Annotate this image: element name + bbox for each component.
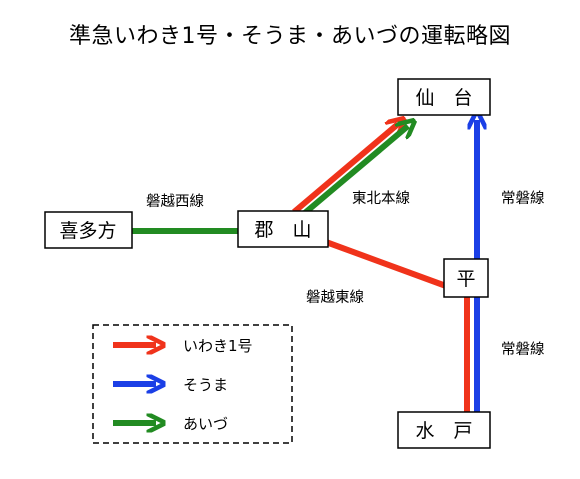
station-sendai: 仙 台 (397, 78, 491, 116)
legend-label-souma: そうま (183, 376, 228, 394)
station-taira-label: 平 (456, 268, 475, 290)
line-label-banetsu-east: 磐越東線 (306, 289, 364, 306)
diagram-title: 準急いわき1号・そうま・あいづの運転略図 (69, 24, 511, 49)
line-label-joban-lower: 常磐線 (501, 341, 545, 358)
line-label-banetsu-west: 磐越西線 (146, 193, 204, 210)
legend-label-iwaki: いわき1号 (183, 337, 253, 355)
station-kitakata: 喜多方 (44, 211, 133, 249)
station-taira: 平 (443, 258, 489, 298)
station-kitakata-label: 喜多方 (59, 220, 116, 242)
station-koriyama-label: 郡 山 (254, 219, 311, 241)
legend-item-aizu: あいづ (113, 415, 228, 433)
line-label-joban-upper: 常磐線 (501, 190, 545, 207)
legend-label-aizu: あいづ (183, 415, 228, 433)
legend-item-souma: そうま (113, 376, 228, 394)
route-aizu-tohoku-main (298, 126, 408, 220)
legend: いわき1号 そうま あいづ (92, 324, 293, 444)
station-mito-label: 水 戸 (415, 420, 472, 442)
legend-item-iwaki: いわき1号 (113, 337, 253, 355)
route-iwaki-banetsu-east (324, 239, 448, 289)
station-sendai-label: 仙 台 (415, 87, 472, 109)
route-iwaki-tohoku-main (292, 124, 398, 215)
line-label-tohoku-main: 東北本線 (352, 190, 410, 207)
station-mito: 水 戸 (397, 411, 491, 449)
legend-box (92, 324, 293, 444)
station-koriyama: 郡 山 (237, 210, 329, 248)
